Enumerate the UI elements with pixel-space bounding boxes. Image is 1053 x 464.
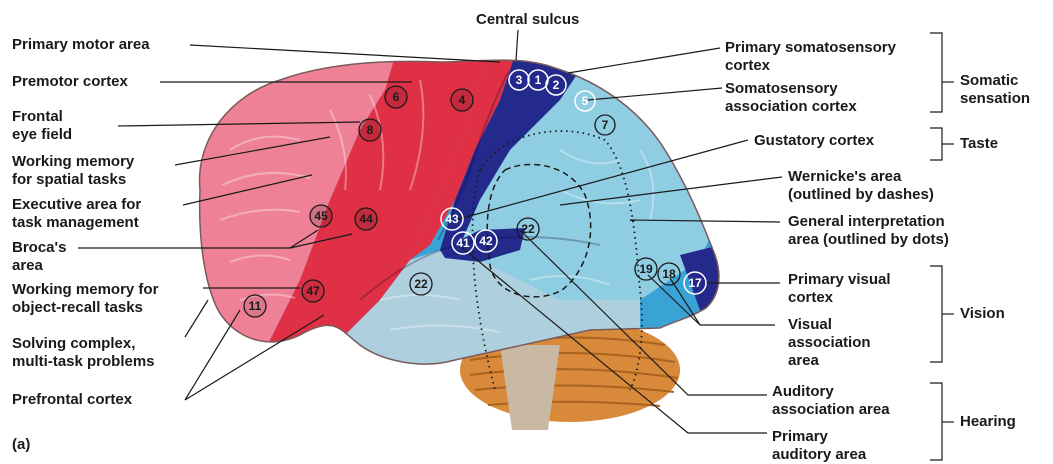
svg-text:22: 22 [521, 222, 535, 236]
group-taste: Taste [960, 135, 998, 153]
label-primary-somatosensory: Primary somatosensory cortex [725, 39, 896, 75]
svg-text:8: 8 [367, 123, 374, 137]
label-prefrontal-cortex: Prefrontal cortex [12, 391, 132, 409]
label-executive-area: Executive area for task management [12, 196, 141, 232]
svg-text:11: 11 [249, 299, 262, 313]
svg-text:2: 2 [553, 78, 560, 92]
group-somatic-sensation: Somatic sensation [960, 72, 1030, 108]
svg-text:6: 6 [393, 90, 400, 104]
svg-text:3: 3 [516, 73, 523, 87]
svg-text:45: 45 [314, 209, 328, 223]
panel-label: (a) [12, 436, 30, 454]
svg-text:44: 44 [359, 212, 373, 226]
label-solving-complex: Solving complex, multi-task problems [12, 335, 155, 371]
area-44-badge: 44 [355, 208, 377, 230]
svg-text:4: 4 [459, 93, 466, 107]
label-central-sulcus: Central sulcus [476, 11, 579, 29]
area-11-badge: 11 [244, 295, 266, 317]
label-wernickes-area: Wernicke's area (outlined by dashes) [788, 168, 934, 204]
label-gustatory-cortex: Gustatory cortex [754, 132, 874, 150]
label-primary-visual: Primary visual cortex [788, 271, 891, 307]
label-auditory-association: Auditory association area [772, 383, 890, 419]
label-frontal-eye-field: Frontal eye field [12, 108, 72, 144]
label-working-memory-spatial: Working memory for spatial tasks [12, 153, 134, 189]
label-premotor-cortex: Premotor cortex [12, 73, 128, 91]
area-6-badge: 6 [385, 86, 407, 108]
group-hearing: Hearing [960, 413, 1016, 431]
label-brocas-area: Broca's area [12, 239, 66, 275]
area-4-badge: 4 [451, 89, 473, 111]
label-primary-motor-area: Primary motor area [12, 36, 150, 54]
svg-text:19: 19 [639, 262, 653, 276]
svg-text:41: 41 [456, 236, 470, 250]
group-vision: Vision [960, 305, 1005, 323]
label-working-memory-object: Working memory for object-recall tasks [12, 281, 158, 317]
label-general-interpretation: General interpretation area (outlined by… [788, 213, 949, 249]
svg-text:17: 17 [688, 276, 702, 290]
svg-text:7: 7 [602, 118, 609, 132]
svg-text:5: 5 [582, 94, 589, 108]
svg-text:18: 18 [662, 267, 676, 281]
area-47-badge: 47 [302, 280, 324, 302]
label-somatosensory-association: Somatosensory association cortex [725, 80, 857, 116]
svg-text:22: 22 [414, 277, 428, 291]
area-45-badge: 45 [310, 205, 332, 227]
label-visual-association: Visual association area [788, 316, 871, 370]
svg-text:1: 1 [535, 73, 542, 87]
label-primary-auditory: Primary auditory area [772, 428, 866, 464]
svg-text:47: 47 [306, 284, 320, 298]
svg-text:42: 42 [479, 234, 493, 248]
svg-text:43: 43 [445, 212, 459, 226]
area-8-badge: 8 [359, 119, 381, 141]
